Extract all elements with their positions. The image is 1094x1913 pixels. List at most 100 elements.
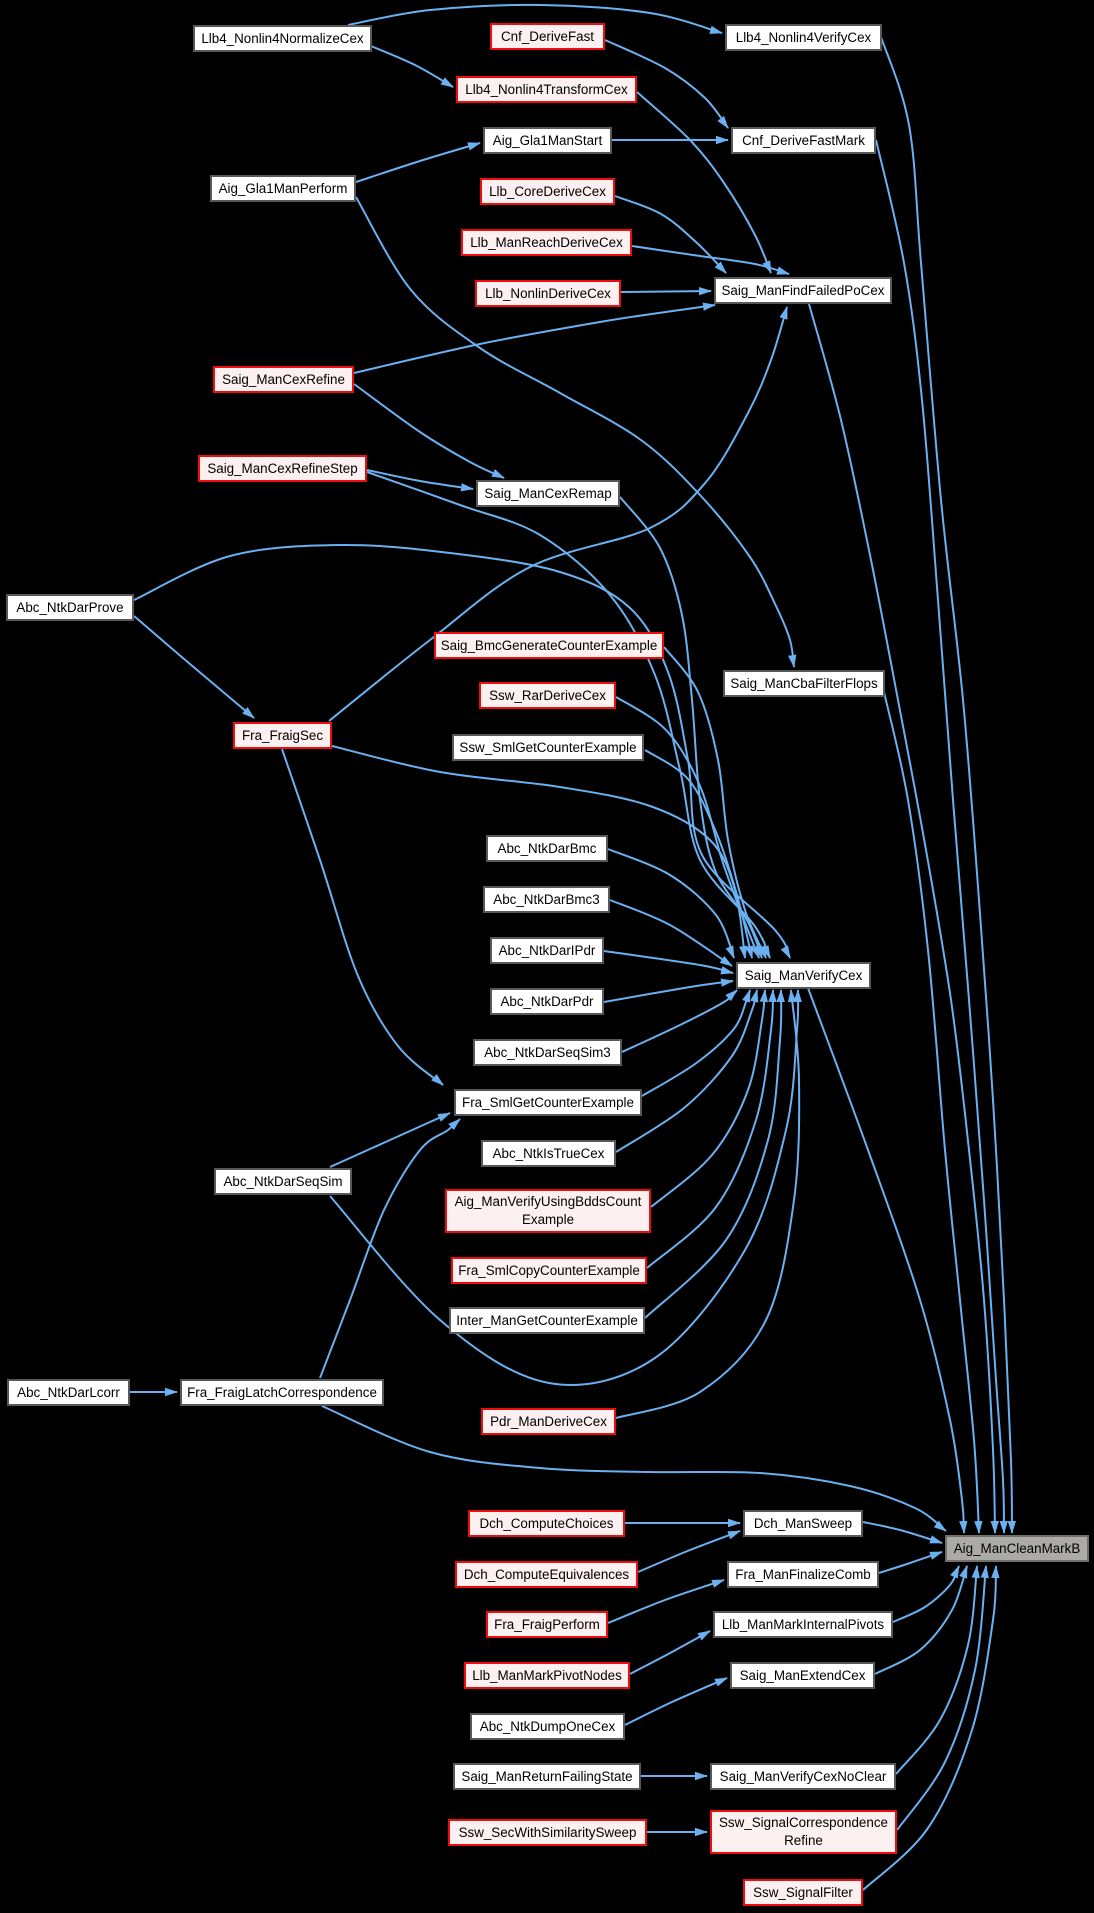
edge-Abc_NtkDarProve-to-Saig_ManVerifyCex	[133, 543, 791, 959]
graph-node-Ssw_SignalCorrespondenceRefine[interactable]: Ssw_SignalCorrespondence Refine	[710, 1810, 897, 1854]
graph-node-Fra_SmlCopyCounterExample[interactable]: Fra_SmlCopyCounterExample	[451, 1257, 647, 1284]
edge-Abc_NtkDarBmc3-to-Saig_ManVerifyCex	[609, 899, 733, 967]
graph-node-Llb4_Nonlin4NormalizeCex[interactable]: Llb4_Nonlin4NormalizeCex	[193, 25, 372, 52]
graph-node-Fra_FraigLatchCorrespondence[interactable]: Fra_FraigLatchCorrespondence	[180, 1379, 384, 1406]
graph-node-Llb_ManReachDeriveCex[interactable]: Llb_ManReachDeriveCex	[461, 229, 632, 256]
graph-node-Saig_ManExtendCex[interactable]: Saig_ManExtendCex	[730, 1662, 875, 1689]
graph-node-Saig_ManVerifyCexNoClear[interactable]: Saig_ManVerifyCexNoClear	[710, 1763, 896, 1790]
graph-node-Abc_NtkDarBmc3[interactable]: Abc_NtkDarBmc3	[483, 886, 610, 913]
graph-node-Llb_ManMarkPivotNodes[interactable]: Llb_ManMarkPivotNodes	[464, 1662, 630, 1689]
graph-node-Aig_Gla1ManStart[interactable]: Aig_Gla1ManStart	[483, 127, 612, 154]
edge-Llb4_Nonlin4NormalizeCex-to-Llb4_Nonlin4VerifyCex	[347, 3, 723, 34]
edge-Cnf_DeriveFast-to-Cnf_DeriveFastMark	[604, 39, 729, 129]
graph-node-Inter_ManGetCounterExample[interactable]: Inter_ManGetCounterExample	[449, 1307, 645, 1334]
graph-node-Pdr_ManDeriveCex[interactable]: Pdr_ManDeriveCex	[481, 1408, 616, 1435]
graph-node-Abc_NtkDarIPdr[interactable]: Abc_NtkDarIPdr	[490, 937, 604, 964]
graph-node-Abc_NtkDarSeqSim3[interactable]: Abc_NtkDarSeqSim3	[473, 1039, 622, 1066]
edge-Saig_ManExtendCex-to-Aig_ManCleanMarkB	[874, 1565, 968, 1675]
edge-Abc_NtkDumpOneCex-to-Saig_ManExtendCex	[624, 1677, 728, 1726]
graph-node-Dch_ManSweep[interactable]: Dch_ManSweep	[743, 1510, 863, 1537]
edge-Abc_NtkDarSeqSim-to-Fra_SmlGetCounterExample	[329, 1112, 451, 1168]
edge-Llb_ManMarkInternalPivots-to-Aig_ManCleanMarkB	[892, 1565, 960, 1623]
edge-Aig_Gla1ManPerform-to-Aig_Gla1ManStart	[355, 142, 481, 183]
graph-node-Abc_NtkDarLcorr[interactable]: Abc_NtkDarLcorr	[7, 1379, 130, 1406]
graph-node-Llb_NonlinDeriveCex[interactable]: Llb_NonlinDeriveCex	[475, 280, 621, 307]
graph-node-Abc_NtkDarSeqSim[interactable]: Abc_NtkDarSeqSim	[214, 1168, 352, 1195]
edge-Ssw_SmlGetCounterExample-to-Saig_ManVerifyCex	[644, 749, 754, 959]
edge-Abc_NtkDarIPdr-to-Saig_ManVerifyCex	[603, 950, 734, 975]
edge-Saig_ManVerifyCexNoClear-to-Aig_ManCleanMarkB	[895, 1565, 980, 1775]
graph-node-Ssw_SignalFilter[interactable]: Ssw_SignalFilter	[743, 1879, 863, 1906]
edge-Saig_ManCexRefineStep-to-Saig_ManCexRemap	[366, 469, 474, 492]
edge-Abc_NtkDarPdr-to-Saig_ManVerifyCex	[603, 978, 734, 1003]
graph-node-Fra_ManFinalizeComb[interactable]: Fra_ManFinalizeComb	[727, 1561, 879, 1588]
graph-node-Abc_NtkDarProve[interactable]: Abc_NtkDarProve	[6, 594, 134, 621]
edge-Cnf_DeriveFastMark-to-Aig_ManCleanMarkB	[875, 139, 1008, 1534]
edge-Fra_FraigSec-to-Fra_SmlGetCounterExample	[281, 748, 444, 1086]
graph-node-Saig_ManVerifyCex[interactable]: Saig_ManVerifyCex	[736, 962, 871, 989]
edge-Llb4_Nonlin4TransformCex-to-Saig_ManFindFailedPoCex	[636, 91, 772, 274]
graph-node-Saig_ManCbaFilterFlops[interactable]: Saig_ManCbaFilterFlops	[723, 670, 885, 697]
edge-Saig_ManCexRefine-to-Saig_ManFindFailedPoCex	[353, 302, 716, 374]
graph-node-Fra_FraigSec[interactable]: Fra_FraigSec	[233, 722, 332, 749]
edge-Fra_FraigLatchCorrespondence-to-Aig_ManCleanMarkB	[321, 1405, 947, 1532]
graph-node-Saig_ManCexRemap[interactable]: Saig_ManCexRemap	[476, 480, 620, 507]
graph-node-Fra_SmlGetCounterExample[interactable]: Fra_SmlGetCounterExample	[454, 1089, 642, 1116]
graph-node-Saig_ManCexRefineStep[interactable]: Saig_ManCexRefineStep	[198, 455, 367, 482]
edge-Saig_BmcGenerateCounterExample-to-Saig_ManVerifyCex	[663, 646, 767, 959]
graph-node-Fra_FraigPerform[interactable]: Fra_FraigPerform	[486, 1611, 608, 1638]
graph-node-Llb_ManMarkInternalPivots[interactable]: Llb_ManMarkInternalPivots	[713, 1611, 893, 1638]
edge-Fra_SmlGetCounterExample-to-Saig_ManVerifyCex	[641, 989, 751, 1097]
edge-Abc_NtkDarSeqSim3-to-Saig_ManVerifyCex	[621, 989, 738, 1053]
graph-node-Ssw_RarDeriveCex[interactable]: Ssw_RarDeriveCex	[479, 682, 616, 709]
graph-node-Llb_CoreDeriveCex[interactable]: Llb_CoreDeriveCex	[480, 178, 615, 205]
graph-node-Abc_NtkDumpOneCex[interactable]: Abc_NtkDumpOneCex	[470, 1713, 625, 1740]
edge-Fra_ManFinalizeComb-to-Aig_ManCleanMarkB	[878, 1551, 943, 1574]
edge-Saig_ManCexRefine-to-Saig_ManCexRemap	[353, 383, 505, 479]
edge-Saig_ManCbaFilterFlops-to-Aig_ManCleanMarkB	[883, 691, 983, 1534]
graph-node-Abc_NtkDarBmc[interactable]: Abc_NtkDarBmc	[486, 835, 608, 862]
graph-node-Ssw_SmlGetCounterExample[interactable]: Ssw_SmlGetCounterExample	[452, 734, 644, 761]
edge-Saig_ManCexRefineStep-to-Saig_ManVerifyCex	[366, 471, 771, 959]
edge-Fra_FraigPerform-to-Fra_ManFinalizeComb	[607, 1579, 725, 1624]
edge-Fra_FraigSec-to-Saig_ManVerifyCex	[331, 745, 748, 959]
graph-node-Llb4_Nonlin4VerifyCex[interactable]: Llb4_Nonlin4VerifyCex	[725, 24, 882, 51]
graph-node-Saig_BmcGenerateCounterExample[interactable]: Saig_BmcGenerateCounterExample	[434, 632, 664, 659]
edge-Llb_ManReachDeriveCex-to-Saig_ManFindFailedPoCex	[631, 245, 790, 275]
edge-Fra_SmlCopyCounterExample-to-Saig_ManVerifyCex	[646, 989, 777, 1269]
graph-node-Saig_ManCexRefine[interactable]: Saig_ManCexRefine	[213, 366, 354, 393]
edge-Llb_CoreDeriveCex-to-Saig_ManFindFailedPoCex	[614, 195, 727, 274]
edge-Abc_NtkDarProve-to-Fra_FraigSec	[133, 615, 255, 719]
graph-node-Abc_NtkIsTrueCex[interactable]: Abc_NtkIsTrueCex	[481, 1140, 616, 1167]
edge-Pdr_ManDeriveCex-to-Saig_ManVerifyCex	[615, 989, 801, 1419]
edge-Inter_ManGetCounterExample-to-Saig_ManVerifyCex	[644, 989, 785, 1319]
edge-Llb4_Nonlin4VerifyCex-to-Aig_ManCleanMarkB	[880, 36, 1017, 1534]
edge-Saig_ManVerifyCex-to-Aig_ManCleanMarkB	[807, 987, 968, 1534]
edge-Llb_NonlinDeriveCex-to-Saig_ManFindFailedPoCex	[620, 286, 712, 296]
edge-Saig_ManFindFailedPoCex-to-Aig_ManCleanMarkB	[808, 303, 999, 1534]
graph-node-Dch_ComputeEquivalences[interactable]: Dch_ComputeEquivalences	[455, 1561, 638, 1588]
edge-Dch_ManSweep-to-Aig_ManCleanMarkB	[862, 1521, 943, 1544]
graph-node-Abc_NtkDarPdr[interactable]: Abc_NtkDarPdr	[490, 988, 604, 1015]
graph-node-Cnf_DeriveFast[interactable]: Cnf_DeriveFast	[490, 23, 605, 50]
graph-node-Ssw_SecWithSimilaritySweep[interactable]: Ssw_SecWithSimilaritySweep	[448, 1819, 647, 1846]
edge-Abc_NtkIsTrueCex-to-Saig_ManVerifyCex	[615, 989, 759, 1153]
graph-node-Aig_ManVerifyUsingBddsCountExample[interactable]: Aig_ManVerifyUsingBddsCount Example	[445, 1189, 651, 1233]
edge-Aig_Gla1ManPerform-to-Saig_ManCbaFilterFlops	[355, 196, 797, 668]
edge-Fra_FraigSec-to-Saig_ManFindFailedPoCex	[328, 306, 788, 722]
graph-node-Llb4_Nonlin4TransformCex[interactable]: Llb4_Nonlin4TransformCex	[456, 76, 637, 103]
graph-node-Aig_ManCleanMarkB[interactable]: Aig_ManCleanMarkB	[945, 1535, 1089, 1562]
edge-Fra_FraigLatchCorrespondence-to-Fra_SmlGetCounterExample	[319, 1118, 461, 1379]
graph-node-Saig_ManFindFailedPoCex[interactable]: Saig_ManFindFailedPoCex	[714, 277, 892, 304]
graph-node-Aig_Gla1ManPerform[interactable]: Aig_Gla1ManPerform	[210, 175, 356, 202]
graph-node-Dch_ComputeChoices[interactable]: Dch_ComputeChoices	[468, 1510, 625, 1537]
edge-Ssw_SignalFilter-to-Aig_ManCleanMarkB	[862, 1565, 1000, 1891]
graph-node-Cnf_DeriveFastMark[interactable]: Cnf_DeriveFastMark	[731, 127, 876, 154]
graph-node-Saig_ManReturnFailingState[interactable]: Saig_ManReturnFailingState	[453, 1763, 641, 1790]
edge-Llb4_Nonlin4NormalizeCex-to-Llb4_Nonlin4TransformCex	[370, 45, 454, 88]
edge-Abc_NtkDarSeqSim-to-Saig_ManVerifyCex	[329, 989, 802, 1386]
edge-Abc_NtkDarBmc-to-Saig_ManVerifyCex	[607, 848, 735, 959]
edge-Llb_ManMarkPivotNodes-to-Llb_ManMarkInternalPivots	[629, 1630, 711, 1675]
